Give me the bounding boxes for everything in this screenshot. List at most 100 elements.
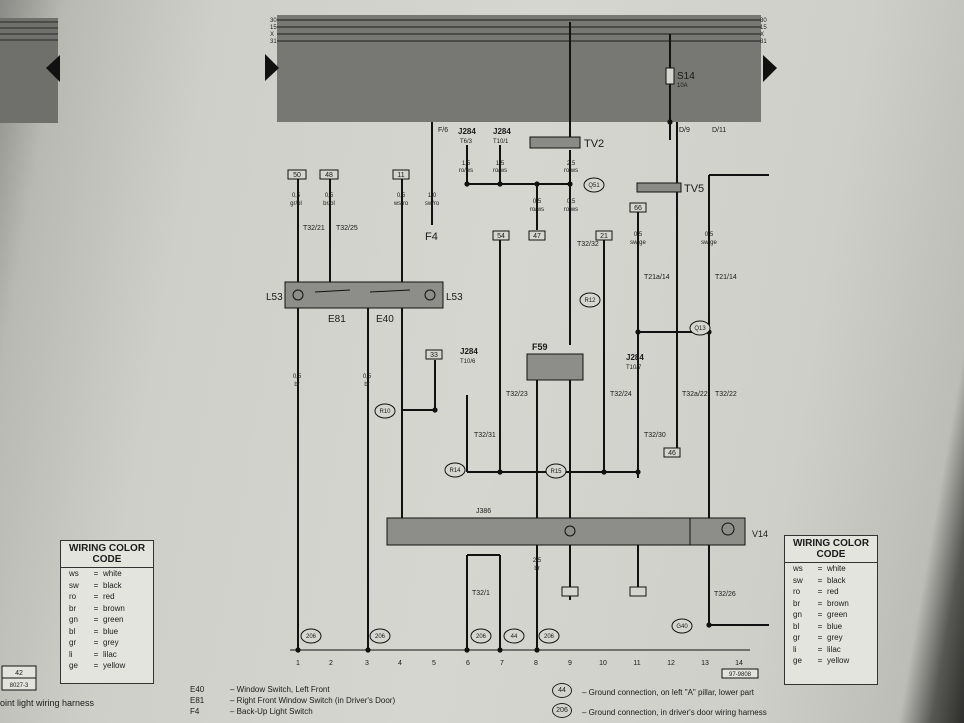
j284-c-label: J284 (460, 347, 478, 356)
fuse-rating-label: 10A (677, 83, 688, 89)
j284-d-label: J284 (626, 353, 644, 362)
t32-1-label: T32/1 (472, 590, 490, 597)
wire-gauge-11: 0,5 (705, 232, 714, 238)
l53-right-label: L53 (446, 292, 463, 303)
wire-gauge-14: 2,5 (533, 558, 542, 564)
j284-b-pin: T10/1 (493, 139, 509, 145)
conn-f6-label: F/6 (438, 127, 448, 134)
legend-item: E40– Window Switch, Left Front (190, 685, 330, 694)
col-5: 5 (432, 660, 436, 667)
color-name: grey (827, 633, 843, 642)
switch-internal-contacts (292, 289, 436, 301)
t32-30-label: T32/30 (644, 432, 666, 439)
wires (290, 22, 769, 651)
color-row: sw=black (69, 580, 122, 590)
ground-206b-label: 206 (375, 634, 386, 640)
wire-color-3: ws/ro (393, 201, 409, 207)
wire-color-12: br (294, 382, 299, 388)
ground-r10-label: R10 (379, 409, 391, 415)
color-name: red (103, 592, 115, 601)
color-code-panel-left: WIRING COLOR CODE ws=white sw=black ro=r… (60, 540, 154, 684)
color-row: li=lilac (793, 644, 841, 654)
column-numbers: 1 2 3 4 5 6 7 8 9 10 11 12 13 14 (296, 660, 743, 667)
col-13: 13 (701, 660, 709, 667)
j284-a-pin: T6/3 (460, 139, 473, 145)
connector-box-labels: 50 48 11 54 47 21 66 33 46 (293, 172, 676, 457)
wire-gauge-7: 2,5 (567, 161, 576, 167)
box-47-label: 47 (533, 233, 541, 240)
color-abbr: gn (69, 615, 78, 624)
tv2-label: TV2 (584, 138, 604, 150)
wire-color-1: gr/bl (290, 201, 302, 207)
conn-d11-label: D/11 (712, 127, 726, 134)
f59-switch-box (526, 353, 584, 381)
ground-legend-item: 44– Ground connection, on left "A" pilla… (552, 683, 767, 703)
box-48-label: 48 (325, 172, 333, 179)
color-row: br=brown (793, 598, 849, 608)
component-legend: E40– Window Switch, Left Front E81– Righ… (190, 684, 395, 717)
ground-legend-code: 44 (552, 683, 572, 698)
bus-labels: 30 15 X 31 30 15 X 31 (270, 18, 767, 45)
j386-label: J386 (476, 508, 491, 515)
ground-q51-label: Q51 (588, 183, 600, 189)
ground-legend-item: 206– Ground connection, in driver's door… (552, 703, 767, 723)
wire-color-4: sw/ro (425, 201, 440, 207)
color-name: black (827, 575, 846, 585)
box-66-label: 66 (634, 205, 642, 212)
window-switch-housing (284, 281, 444, 309)
t21a-14-label: T21a/14 (644, 274, 670, 281)
ground-206d-label: 206 (544, 634, 555, 640)
color-row: br=brown (69, 603, 125, 613)
col-6: 6 (466, 660, 470, 667)
color-name: green (103, 615, 124, 624)
color-abbr: ge (793, 656, 802, 665)
col-8: 8 (534, 660, 538, 667)
color-name: yellow (827, 656, 850, 665)
legend-desc: Back-Up Light Switch (236, 707, 313, 716)
legend-item: E81– Right Front Window Switch (in Drive… (190, 696, 396, 705)
color-row: bl=blue (69, 626, 119, 636)
v14-motor-symbol (721, 522, 735, 536)
color-abbr: bl (69, 626, 76, 636)
ground-206c-label: 206 (476, 634, 487, 640)
box-54-label: 54 (497, 233, 505, 240)
header-arrow-right-icon (763, 55, 777, 82)
color-row: ro=red (69, 592, 115, 601)
color-abbr: li (793, 644, 797, 654)
col-14: 14 (735, 660, 743, 667)
col-2: 2 (329, 660, 333, 667)
ground-r15-label: R15 (550, 469, 562, 475)
t32-25-label: T32/25 (336, 225, 358, 232)
l53-left-label: L53 (266, 292, 283, 303)
color-code-panel-right: WIRING COLOR CODE ws=white sw=black ro=r… (784, 535, 878, 685)
header-arrow-left-icon (265, 54, 279, 81)
color-row: gn=green (793, 610, 848, 619)
color-row: sw=black (793, 575, 846, 585)
tv5-connector (636, 182, 682, 193)
color-abbr: li (69, 649, 73, 659)
fuse-s14-label: S14 (677, 71, 695, 82)
wire-color-14: br (534, 566, 539, 572)
color-abbr: ro (793, 587, 801, 596)
color-abbr: ro (69, 592, 77, 601)
color-name: blue (103, 626, 119, 636)
ground-44-label: 44 (511, 634, 518, 640)
wire-color-13: br (364, 382, 369, 388)
legend-code: E40 (190, 685, 205, 694)
color-name: lilac (103, 649, 117, 659)
wire-gauge-1: 0,5 (292, 193, 301, 199)
bus-label-left-x: X (270, 32, 274, 38)
ground-circle-labels: Q51 R12 Q13 R10 R14 R15 206 206 206 44 2… (306, 183, 706, 640)
col-9: 9 (568, 660, 572, 667)
color-abbr: br (69, 603, 77, 613)
color-name: yellow (103, 661, 126, 670)
ground-legend: 44– Ground connection, on left "A" pilla… (552, 683, 767, 723)
ground-r14-label: R14 (449, 468, 461, 474)
v14-label: V14 (752, 529, 768, 539)
color-name: green (827, 610, 848, 619)
wire-color-11: sw/ge (701, 240, 717, 246)
color-abbr: gr (793, 633, 801, 642)
box-50-label: 50 (293, 172, 301, 179)
col-12: 12 (667, 660, 675, 667)
